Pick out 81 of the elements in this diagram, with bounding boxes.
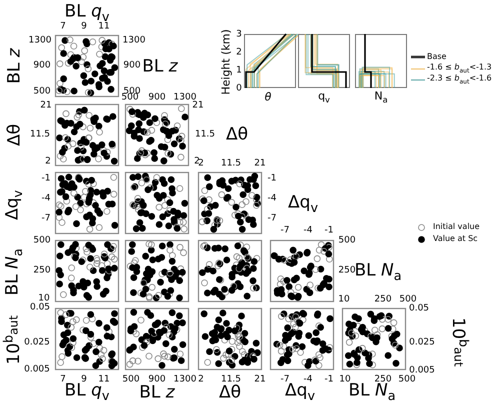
axis-label: N$_{a}$	[374, 90, 388, 104]
tick-label: 500	[33, 88, 51, 96]
axis-label: BL z	[142, 58, 178, 76]
tick-label: 500	[338, 236, 356, 246]
tick-label: -1	[324, 226, 334, 236]
axis-label: BL N$_{a}$	[354, 262, 402, 284]
tick-label: 500	[121, 94, 139, 102]
legend-text: Base	[427, 53, 446, 61]
legend-text: Value at Sc	[433, 235, 478, 243]
tick-label: 1300	[174, 376, 196, 384]
axis-label: Height (km)	[220, 29, 232, 95]
axis-label: BL z	[6, 48, 24, 84]
tick-label: 11.5	[220, 376, 242, 384]
tick-label: 10	[339, 376, 351, 384]
tick-label: 0.05	[408, 304, 430, 314]
tick-label: 11.5	[220, 160, 242, 168]
axis-label: Δθ	[6, 124, 24, 146]
tick-label: 7	[60, 22, 66, 32]
axis-label: BL z	[139, 384, 175, 402]
axis-label: q$_{v}$	[318, 90, 330, 104]
tick-label: 21	[254, 160, 266, 168]
tick-label: 3	[236, 30, 242, 40]
tick-label: -1	[324, 376, 334, 384]
tick-label: 1300	[28, 36, 52, 46]
tick-label: 10	[338, 296, 350, 304]
tick-label: 0.05	[30, 304, 50, 312]
tick-label: 250	[374, 376, 392, 384]
tick-label: 1	[236, 66, 242, 76]
legend-text: Initial value	[433, 223, 480, 231]
tick-label: 500	[33, 236, 51, 246]
tick-label: 900	[123, 62, 141, 70]
tick-label: 11.5	[30, 130, 50, 140]
tick-label: 0.005	[409, 366, 435, 376]
tick-label: 2	[198, 376, 204, 384]
tick-label: -4	[42, 194, 50, 204]
tick-label: -1	[42, 174, 50, 184]
axis-label: Δθ	[226, 126, 248, 144]
tick-label: -4	[304, 226, 312, 236]
tick-label: 2	[198, 160, 204, 168]
tick-label: 250	[33, 266, 51, 276]
tick-label: 2	[236, 48, 242, 58]
axis-label: BL q$_{v}$	[64, 382, 110, 404]
tick-label: 11	[98, 22, 110, 32]
axis-label: Δθ	[218, 384, 242, 402]
axis-label: Δq$_{v}$	[285, 382, 315, 404]
tick-label: 11	[98, 376, 110, 384]
legend-text: -2.3 ≤ b$_{aut}$<-1.6	[427, 74, 492, 86]
axis-label: BL N$_{a}$	[348, 382, 396, 404]
tick-label: 0.005	[24, 366, 50, 374]
tick-label: 2	[194, 158, 200, 166]
tick-label: 500	[399, 296, 417, 304]
axis-label: Δq$_{v}$	[288, 194, 318, 216]
tick-label: 11.5	[194, 130, 216, 140]
tick-label: 900	[33, 62, 51, 70]
tick-label: 250	[338, 266, 356, 276]
tick-label: -1	[268, 174, 276, 184]
tick-label: 2	[45, 158, 51, 166]
tick-label: 900	[148, 94, 166, 102]
tick-label: -7	[42, 214, 50, 224]
tick-label: -7	[280, 376, 290, 384]
tick-label: 250	[374, 296, 392, 304]
tick-label: 10	[38, 294, 50, 304]
tick-label: -7	[280, 226, 290, 236]
tick-label: 21	[40, 102, 52, 110]
tick-label: 9	[81, 376, 87, 384]
tick-label: 500	[398, 376, 416, 384]
tick-label: 0.025	[409, 338, 435, 348]
tick-label: -7	[268, 214, 276, 224]
axis-label: θ	[264, 92, 272, 102]
tick-label: 500	[122, 376, 140, 384]
tick-label: 9	[81, 22, 87, 32]
legend-text: -1.6 ≤ b$_{aut}$<-1.3	[427, 64, 492, 74]
tick-label: 1300	[122, 36, 146, 46]
tick-label: 7	[60, 376, 66, 384]
tick-label: 21	[254, 376, 266, 384]
tick-label: 21	[192, 102, 204, 110]
tick-label: -4	[304, 376, 312, 384]
tick-label: 0.025	[24, 338, 50, 348]
tick-label: -4	[268, 194, 276, 204]
tick-label: 0	[236, 84, 242, 94]
tick-label: 900	[148, 376, 166, 384]
